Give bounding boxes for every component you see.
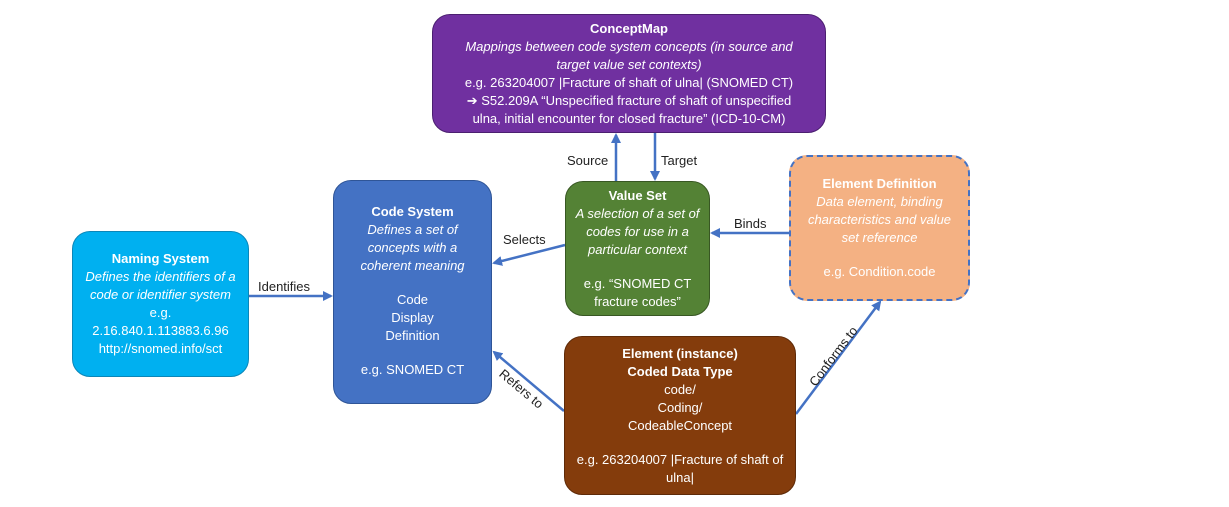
concept-map-title: ConceptMap [590, 20, 668, 36]
code-system-description: Defines a set of concepts with a coheren… [360, 222, 465, 273]
refers-to-arrow [492, 350, 565, 412]
code-system-item-display: Display [391, 310, 434, 325]
selects-arrow [492, 243, 566, 266]
code-system-node: Code System Defines a set of concepts wi… [333, 180, 492, 404]
element-instance-node: Element (instance) Coded Data Type code/… [564, 336, 796, 495]
target-label: Target [661, 153, 698, 168]
concept-map-node: ConceptMap Mappings between code system … [432, 14, 826, 133]
naming-system-example-url: http://snomed.info/sct [98, 341, 223, 356]
element-definition-description: Data element, binding characteristics an… [807, 194, 952, 245]
naming-system-example-oid: 2.16.840.1.113883.6.96 [92, 323, 229, 338]
value-set-node: Value Set A selection of a set of codes … [565, 181, 710, 316]
source-label: Source [567, 153, 609, 168]
naming-system-example-prefix: e.g. [149, 305, 172, 320]
element-instance-type-code: code/ [664, 381, 696, 397]
identifies-label: Identifies [258, 279, 311, 294]
concept-map-description: Mappings between code system concepts (i… [465, 38, 793, 72]
element-instance-example: e.g. 263204007 |Fracture of shaft of uln… [576, 451, 784, 485]
naming-system-node: Naming System Defines the identifiers of… [72, 231, 249, 377]
code-system-item-definition: Definition [385, 328, 440, 343]
element-instance-title: Element (instance) [622, 345, 738, 361]
element-definition-title: Element Definition [822, 176, 937, 191]
code-system-item-code: Code [396, 292, 429, 307]
value-set-title: Value Set [608, 187, 667, 203]
value-set-example: e.g. “SNOMED CT fracture codes” [583, 275, 692, 309]
conforms-to-arrow [795, 300, 882, 415]
naming-system-description: Defines the identifiers of a code or ide… [85, 269, 236, 302]
binds-label: Binds [734, 216, 767, 231]
element-definition-node: Element Definition Data element, binding… [789, 155, 970, 301]
element-definition-example: e.g. Condition.code [823, 264, 936, 279]
concept-map-example-target: ➔ S52.209A “Unspecified fracture of shaf… [466, 92, 792, 126]
element-instance-type-codeableconcept: CodeableConcept [627, 417, 733, 433]
naming-system-title: Naming System [111, 251, 210, 266]
element-instance-subtitle: Coded Data Type [627, 363, 733, 379]
selects-label: Selects [503, 232, 546, 247]
concept-map-example-source: e.g. 263204007 |Fracture of shaft of uln… [464, 74, 794, 90]
code-system-title: Code System [371, 204, 454, 219]
value-set-description: A selection of a set of codes for use in… [575, 205, 700, 257]
element-instance-type-coding: Coding/ [657, 399, 703, 415]
code-system-example: e.g. SNOMED CT [360, 362, 465, 377]
